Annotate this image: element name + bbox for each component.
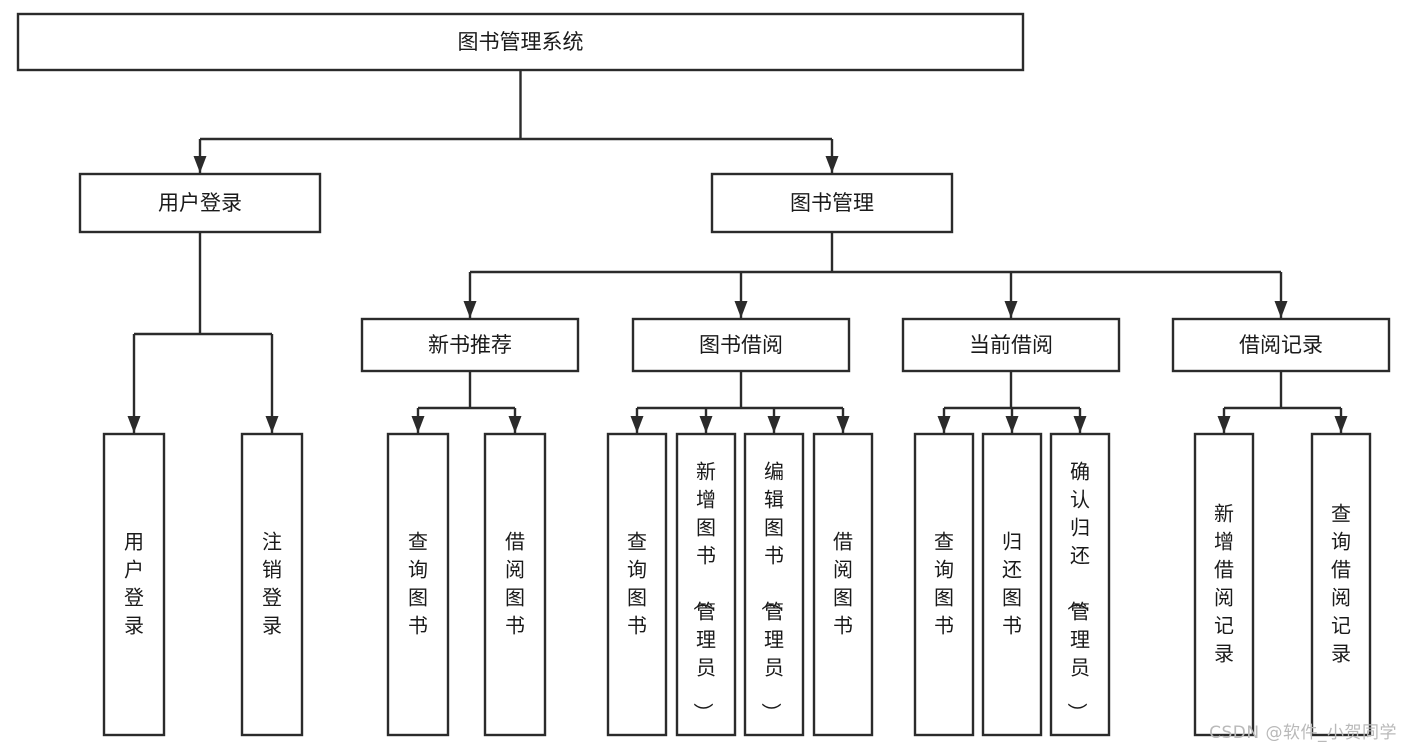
node-label: 借阅记录 [1239, 333, 1323, 357]
leaf-label: 确认归还（管理员） [1065, 460, 1090, 723]
leaf-label: 注销登录 [262, 530, 282, 638]
leaf-box[interactable] [675, 432, 737, 737]
node-label: 图书借阅 [699, 333, 783, 357]
leaf-label: 借阅图书 [505, 530, 525, 638]
leaf-label: 归还图书 [1002, 530, 1022, 638]
leaf-box[interactable] [102, 432, 166, 737]
leaf-box[interactable] [1049, 432, 1111, 737]
leaf-label: 借阅图书 [833, 530, 853, 638]
leaf-query-book-2[interactable]: 查询图书 [606, 432, 668, 737]
leaf-borrow-book-1[interactable]: 借阅图书 [483, 432, 547, 737]
node-box[interactable] [631, 317, 851, 373]
node-box[interactable] [1171, 317, 1391, 373]
leaf-box[interactable] [1193, 432, 1255, 737]
leaf-label: 新增图书（管理员） [691, 460, 716, 723]
leaf-borrow-book-2[interactable]: 借阅图书 [812, 432, 874, 737]
leaf-box[interactable] [386, 432, 450, 737]
arrow-head-icon [699, 416, 713, 433]
arrow-head-icon [937, 416, 951, 433]
node-label: 用户登录 [158, 191, 242, 215]
node-user-login[interactable]: 用户登录 [78, 172, 322, 234]
leaf-label: 查询图书 [408, 530, 428, 638]
leaf-box[interactable] [913, 432, 975, 737]
leaf-label: 查询图书 [627, 530, 647, 638]
leaf-add-borrow-record[interactable]: 新增借阅记录 [1193, 432, 1255, 737]
node-label: 新书推荐 [428, 333, 512, 357]
leaf-box[interactable] [240, 432, 304, 737]
leaf-return-book[interactable]: 归还图书 [981, 432, 1043, 737]
node-box[interactable] [78, 172, 322, 234]
arrow-head-icon [836, 416, 850, 433]
leaf-edit-book-admin[interactable]: 编辑图书（管理员） [743, 432, 805, 737]
node-new-book-recommend[interactable]: 新书推荐 [360, 317, 580, 373]
leaf-label: 查询借阅记录 [1331, 502, 1351, 666]
node-label: 当前借阅 [969, 333, 1053, 357]
node-book-manage[interactable]: 图书管理 [710, 172, 954, 234]
arrow-head-icon [1005, 416, 1019, 433]
leaf-query-book-3[interactable]: 查询图书 [913, 432, 975, 737]
leaf-box[interactable] [981, 432, 1043, 737]
node-label: 图书管理系统 [458, 30, 584, 54]
node-box[interactable] [710, 172, 954, 234]
leaf-box[interactable] [483, 432, 547, 737]
leaf-box[interactable] [1310, 432, 1372, 737]
arrow-head-icon [463, 301, 477, 318]
node-box[interactable] [901, 317, 1121, 373]
leaf-box[interactable] [812, 432, 874, 737]
leaf-query-borrow-record[interactable]: 查询借阅记录 [1310, 432, 1372, 737]
node-borrow-record[interactable]: 借阅记录 [1171, 317, 1391, 373]
arrow-head-icon [1004, 301, 1018, 318]
arrow-head-icon [1217, 416, 1231, 433]
leaf-confirm-return-admin[interactable]: 确认归还（管理员） [1049, 432, 1111, 737]
leaf-query-book-1[interactable]: 查询图书 [386, 432, 450, 737]
leaf-label: 新增借阅记录 [1214, 502, 1234, 666]
leaf-user-logout[interactable]: 注销登录 [240, 432, 304, 737]
leaf-label: 用户登录 [124, 530, 144, 638]
arrow-head-icon [127, 416, 141, 433]
arrow-head-icon [1073, 416, 1087, 433]
arrow-head-icon [630, 416, 644, 433]
leaf-add-book-admin[interactable]: 新增图书（管理员） [675, 432, 737, 737]
node-label: 图书管理 [790, 191, 874, 215]
arrow-head-icon [508, 416, 522, 433]
leaf-box[interactable] [606, 432, 668, 737]
arrow-head-icon [734, 301, 748, 318]
leaf-user-login-do[interactable]: 用户登录 [102, 432, 166, 737]
node-root-book-management-system[interactable]: 图书管理系统 [16, 12, 1025, 72]
leaf-box[interactable] [743, 432, 805, 737]
connectors-layer [127, 70, 1348, 433]
arrow-head-icon [1334, 416, 1348, 433]
leaf-label: 查询图书 [934, 530, 954, 638]
nodes-layer: 图书管理系统用户登录图书管理新书推荐图书借阅当前借阅借阅记录用户登录注销登录查询… [16, 12, 1391, 737]
node-current-borrow[interactable]: 当前借阅 [901, 317, 1121, 373]
node-box[interactable] [360, 317, 580, 373]
arrow-head-icon [411, 416, 425, 433]
arrow-head-icon [193, 156, 207, 173]
arrow-head-icon [825, 156, 839, 173]
arrow-head-icon [1274, 301, 1288, 318]
arrow-head-icon [265, 416, 279, 433]
node-box[interactable] [16, 12, 1025, 72]
node-book-borrow[interactable]: 图书借阅 [631, 317, 851, 373]
leaf-label: 编辑图书（管理员） [759, 460, 784, 723]
arrow-head-icon [767, 416, 781, 433]
